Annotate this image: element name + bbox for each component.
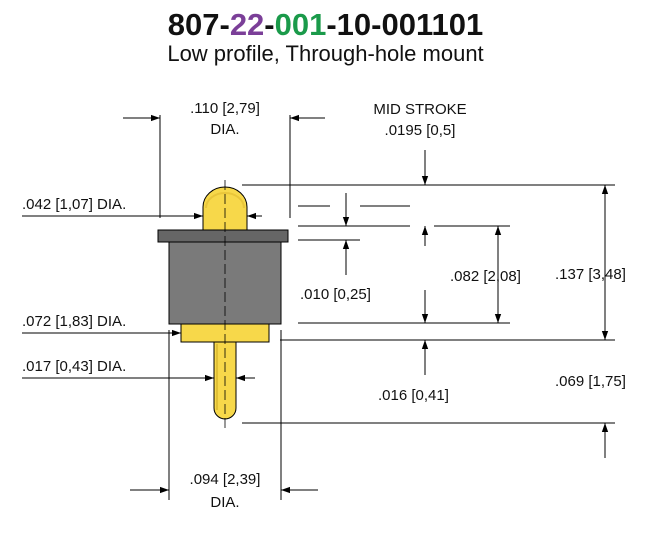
label-shoulder-dia: .072 [1,83] DIA. (22, 313, 126, 330)
label-mid-stroke-title: MID STROKE (373, 101, 466, 118)
part-number-seg1: 807- (167, 7, 230, 42)
label-stroke: .082 [2,08] (450, 268, 521, 285)
part-number-seg5: -10-001101 (326, 7, 484, 42)
part-number-seg2: 22 (229, 7, 265, 42)
part-number-seg3: - (264, 7, 275, 42)
extension-lines (159, 115, 615, 500)
pin-part (157, 180, 289, 430)
label-shoulder-height: .016 [0,41] (378, 387, 449, 404)
subtitle: Low profile, Through-hole mount (167, 41, 484, 66)
label-head-dia-suffix: DIA. (210, 121, 239, 138)
label-overall-height: .137 [3,48] (555, 266, 626, 283)
flange (157, 229, 289, 243)
label-tail-dia: .017 [0,43] DIA. (22, 358, 126, 375)
label-body-dia: .094 [2,39] (190, 471, 261, 488)
label-body-dia-suffix: DIA. (210, 494, 239, 511)
label-flange-thickness: .010 [0,25] (300, 286, 371, 303)
label-mid-stroke-value: .0195 [0,5] (385, 122, 456, 139)
part-number-title: 807-22-001-10-001101 (0, 8, 651, 42)
part-number-seg4: 001 (274, 7, 327, 42)
label-tail-length: .069 [1,75] (555, 373, 626, 390)
label-head-dia: .110 [2,79] (190, 100, 260, 117)
label-plunger-dia: .042 [1,07] DIA. (22, 196, 126, 213)
dimension-arrows (22, 114, 609, 494)
